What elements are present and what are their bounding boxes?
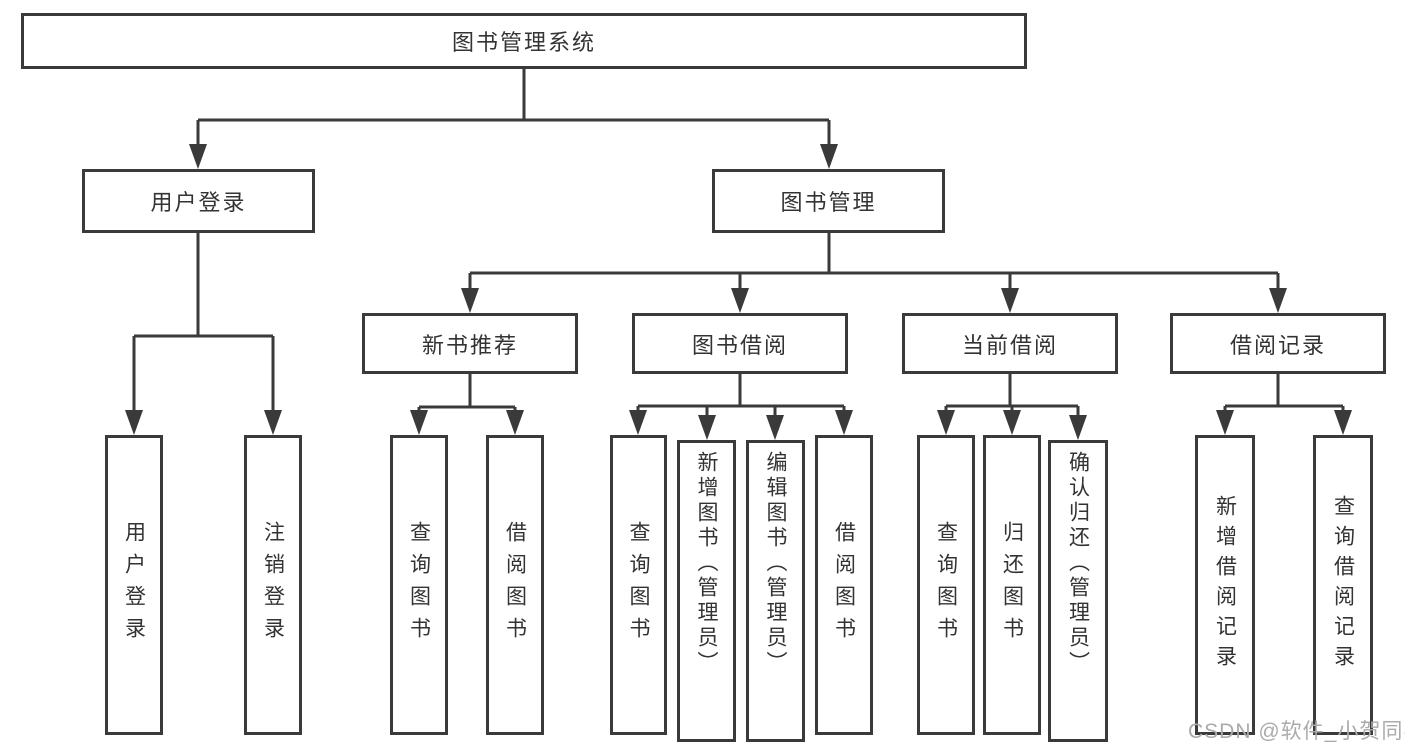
leaf-newbook-query-label: 查询图书 bbox=[407, 521, 431, 649]
leaf-logout: 注销登录 bbox=[244, 435, 302, 735]
watermark: CSDN @软件_小贺同学 bbox=[1188, 720, 1405, 743]
leaf-record-query: 查询借阅记录 bbox=[1313, 435, 1373, 735]
leaf-borrow-borrow: 借阅图书 bbox=[815, 435, 873, 735]
leaf-borrow-edit-admin-label: 编辑图书（管理员） bbox=[764, 451, 787, 676]
leaf-borrow-borrow-label: 借阅图书 bbox=[832, 521, 856, 649]
leaf-borrow-add-admin: 新增图书（管理员） bbox=[677, 440, 736, 742]
leaf-logout-label: 注销登录 bbox=[261, 521, 285, 649]
node-new-book-recommend-label: 新书推荐 bbox=[421, 332, 518, 358]
leaf-user-login-label: 用户登录 bbox=[122, 521, 146, 649]
node-user-login-group: 用户登录 bbox=[82, 169, 315, 233]
leaf-borrow-add-admin-label: 新增图书（管理员） bbox=[695, 451, 718, 676]
node-book-management: 图书管理 bbox=[712, 169, 945, 233]
node-book-borrow-label: 图书借阅 bbox=[691, 332, 788, 358]
leaf-newbook-query: 查询图书 bbox=[390, 435, 448, 735]
leaf-current-query: 查询图书 bbox=[917, 435, 975, 735]
node-root: 图书管理系统 bbox=[21, 13, 1027, 69]
leaf-newbook-borrow-label: 借阅图书 bbox=[503, 521, 527, 649]
leaf-borrow-query: 查询图书 bbox=[610, 435, 667, 735]
leaf-borrow-edit-admin: 编辑图书（管理员） bbox=[746, 440, 805, 742]
leaf-current-confirm-admin: 确认归还（管理员） bbox=[1048, 440, 1108, 742]
leaf-current-return: 归还图书 bbox=[983, 435, 1041, 735]
node-borrow-records-label: 借阅记录 bbox=[1229, 332, 1326, 358]
node-new-book-recommend: 新书推荐 bbox=[362, 313, 578, 374]
leaf-current-query-label: 查询图书 bbox=[934, 521, 958, 649]
node-current-borrow-label: 当前借阅 bbox=[961, 332, 1058, 358]
leaf-user-login: 用户登录 bbox=[105, 435, 163, 735]
node-current-borrow: 当前借阅 bbox=[902, 313, 1118, 374]
leaf-borrow-query-label: 查询图书 bbox=[627, 521, 650, 649]
node-book-borrow: 图书借阅 bbox=[632, 313, 848, 374]
leaf-record-query-label: 查询借阅记录 bbox=[1331, 495, 1355, 675]
node-borrow-records: 借阅记录 bbox=[1170, 313, 1386, 374]
leaf-newbook-borrow: 借阅图书 bbox=[486, 435, 544, 735]
leaf-current-confirm-admin-label: 确认归还（管理员） bbox=[1066, 451, 1090, 676]
node-book-management-label: 图书管理 bbox=[780, 190, 877, 215]
leaf-record-add: 新增借阅记录 bbox=[1195, 435, 1255, 735]
leaf-current-return-label: 归还图书 bbox=[1000, 521, 1024, 649]
leaf-record-add-label: 新增借阅记录 bbox=[1213, 495, 1237, 675]
node-user-login-group-label: 用户登录 bbox=[150, 190, 247, 215]
node-root-label: 图书管理系统 bbox=[451, 30, 596, 55]
